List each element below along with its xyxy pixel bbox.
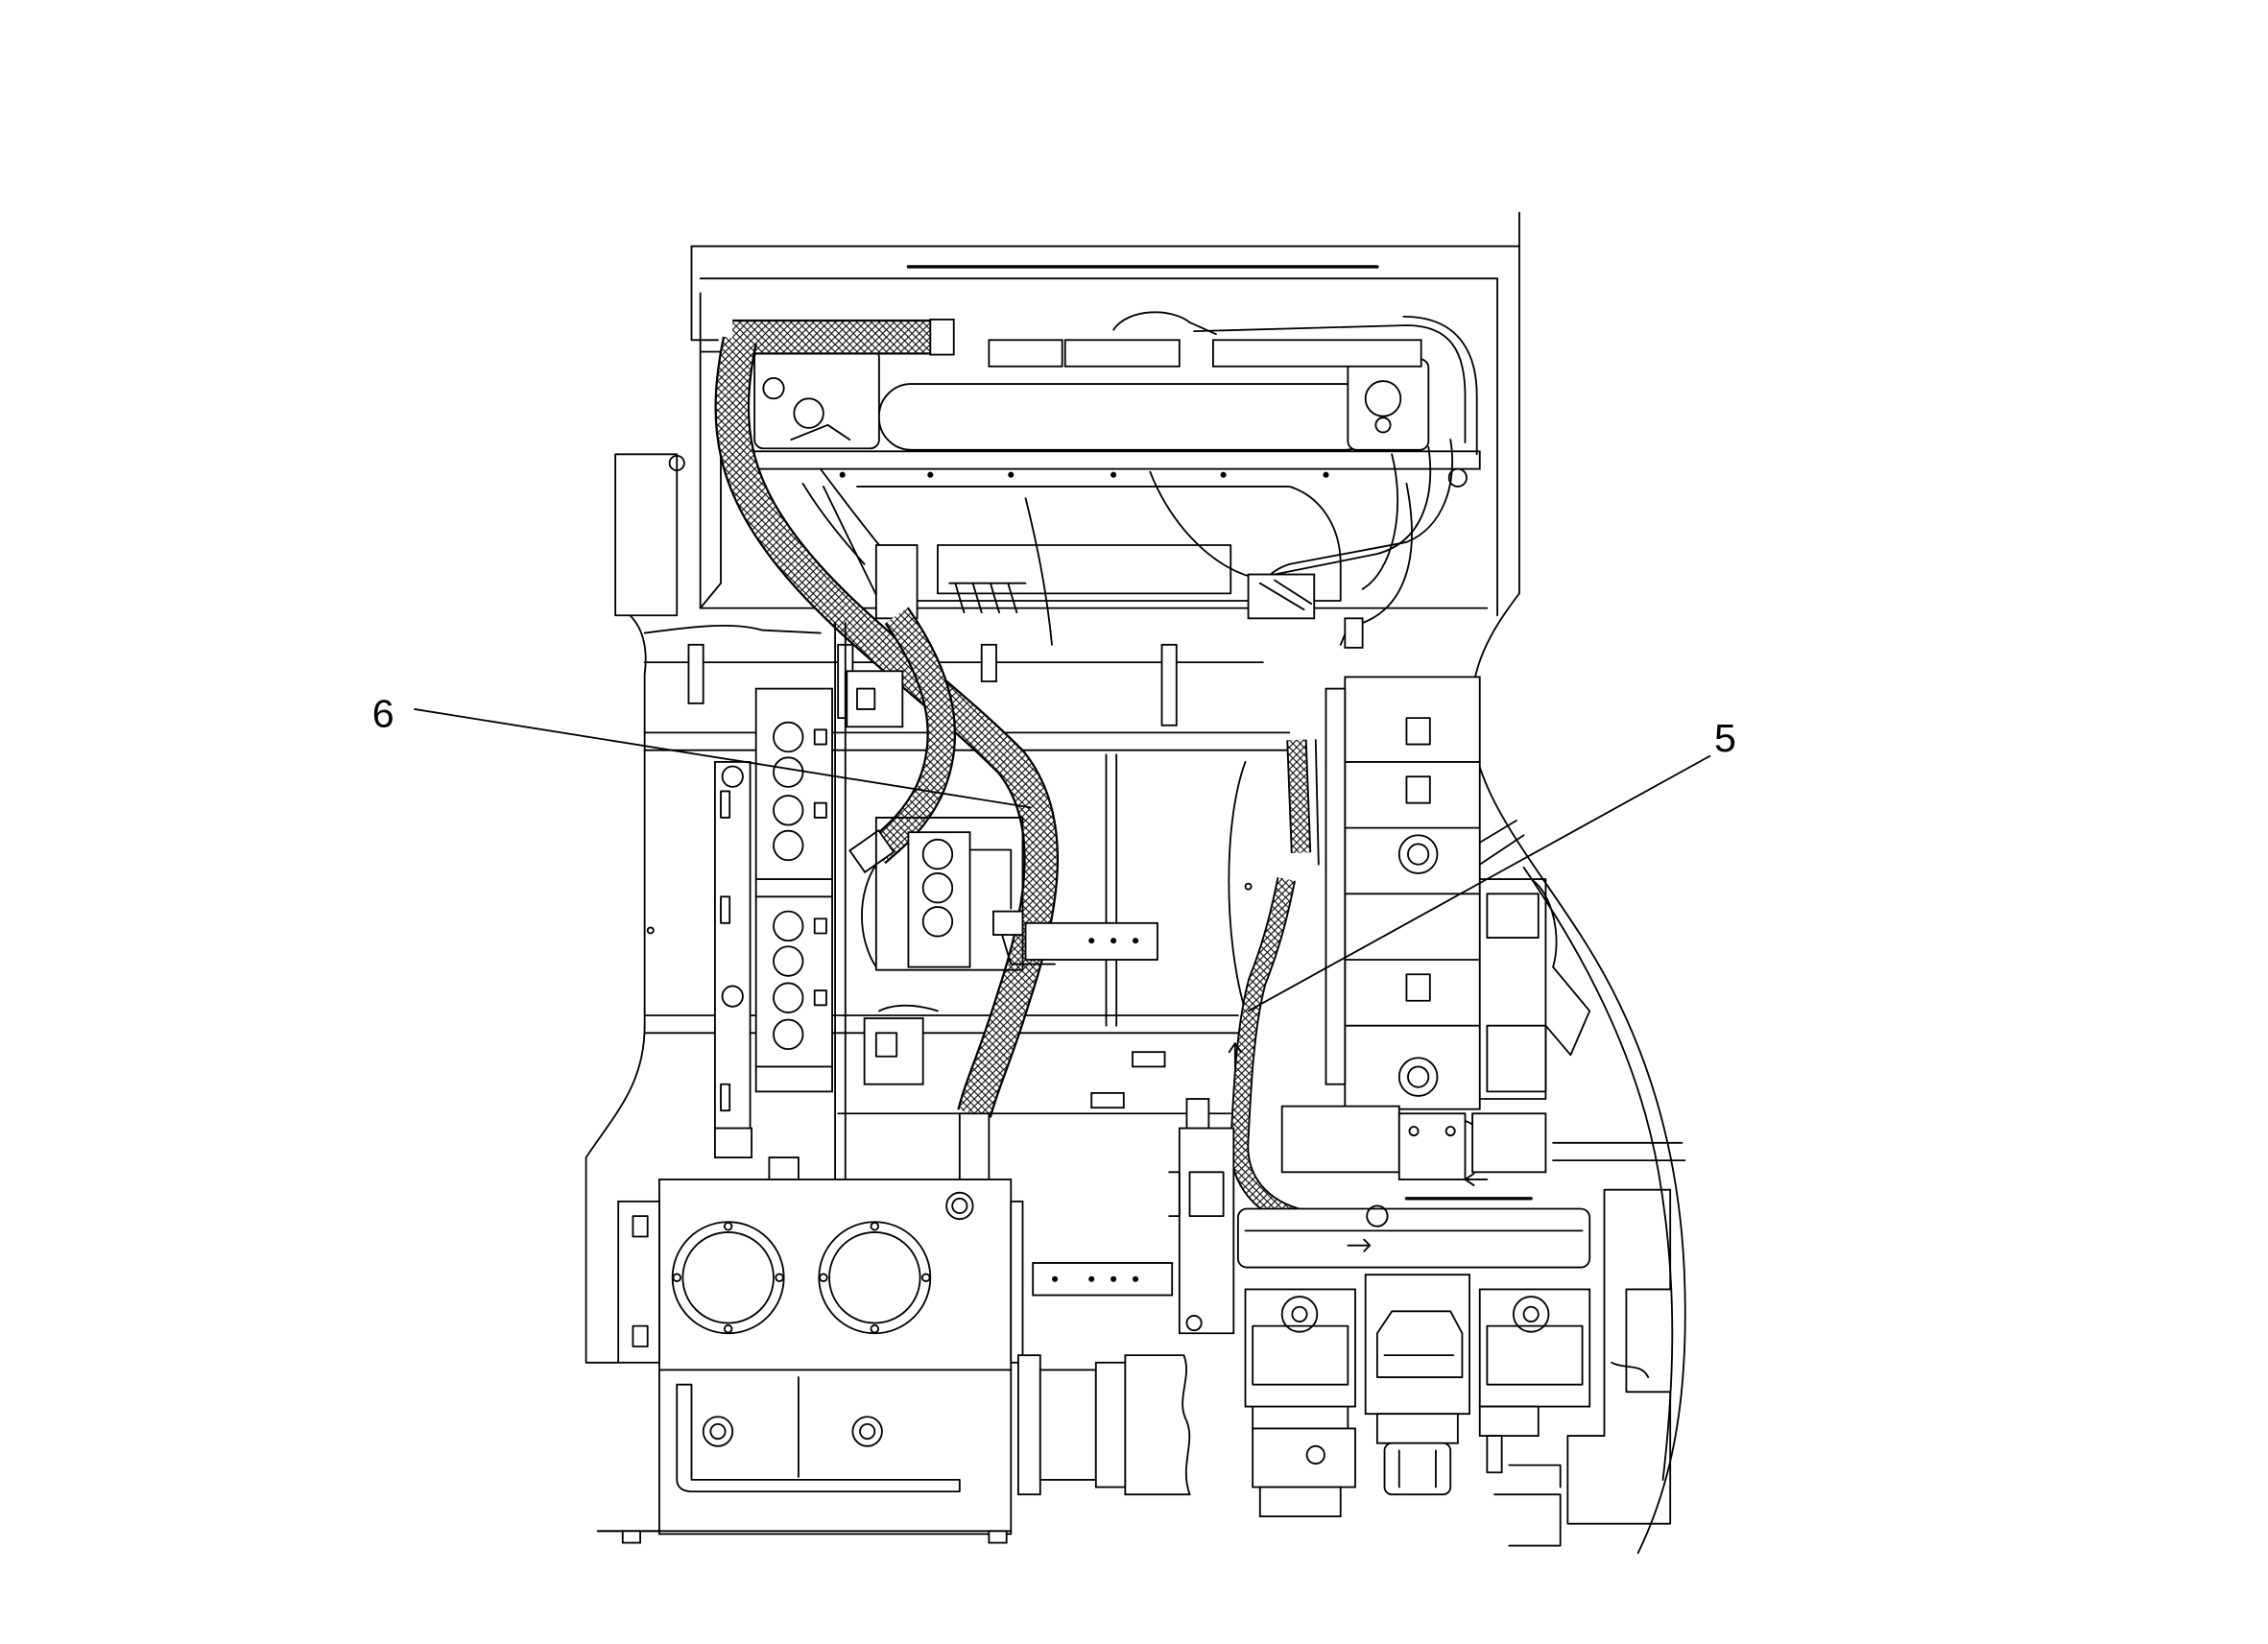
- leader-line-6: [414, 708, 1032, 809]
- callout-label-6: 6: [372, 691, 394, 735]
- mounting-bracket-right: [1168, 1098, 1235, 1335]
- callout-label-5: 5: [1714, 716, 1736, 760]
- callout-5: 5: [1247, 716, 1736, 1013]
- control-valve-stack: [1280, 676, 1591, 1186]
- drive-coupling: [1016, 1262, 1191, 1496]
- valve-manifold-left: [714, 621, 939, 1180]
- hydraulic-tank: [596, 1179, 1024, 1544]
- callout-6: 6: [372, 691, 1032, 809]
- hydraulic-pumps: [1236, 1197, 1591, 1517]
- braided-hose-6: [714, 318, 1060, 1180]
- leader-line-5: [1247, 754, 1711, 1013]
- frame-block-right: [1493, 1188, 1672, 1547]
- valve-block-center: [861, 817, 1158, 971]
- radiator-assembly: [643, 265, 1498, 727]
